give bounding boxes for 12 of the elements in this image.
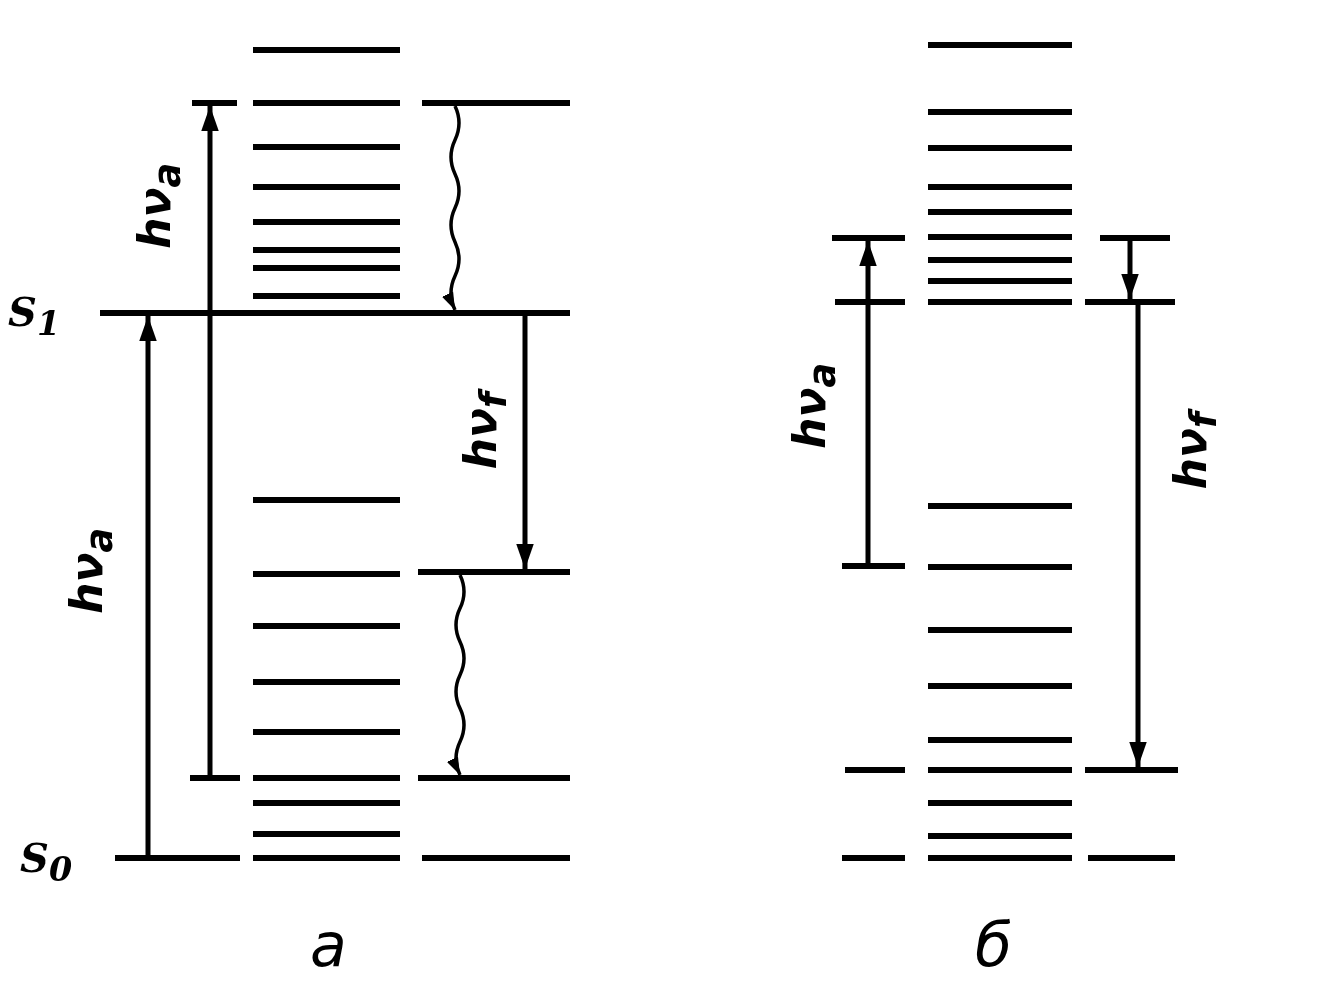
transition-arrow (201, 106, 219, 775)
panel-label: а (310, 915, 347, 975)
transition-arrow (1129, 305, 1147, 767)
transition-arrow (139, 316, 157, 855)
wavy-arrow (442, 105, 461, 311)
panel-label: б (975, 915, 1012, 975)
state-label: S$_{1}$ (8, 292, 61, 341)
wavy-arrow (447, 574, 466, 776)
state-label: S$_{0}$ (20, 838, 73, 887)
transition-arrow (1121, 241, 1139, 299)
transition-arrow (859, 241, 877, 563)
transition-arrow (516, 316, 534, 569)
